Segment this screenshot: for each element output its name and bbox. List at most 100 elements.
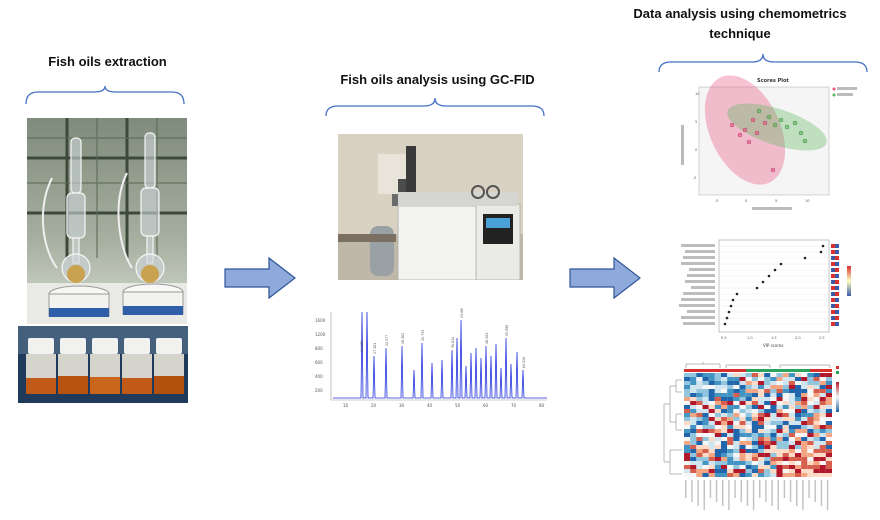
heatmap-cell [819, 409, 826, 413]
heatmap-cell [733, 457, 740, 461]
heatmap-cell [764, 473, 771, 477]
heatmap-cell [807, 437, 814, 441]
heatmap-cell [801, 393, 808, 397]
heatmap-cell [776, 473, 783, 477]
heatmap-cell [782, 397, 789, 401]
heatmap-cell [684, 465, 691, 469]
heatmap-cell [788, 449, 795, 453]
heatmap-cell [776, 437, 783, 441]
heatmap-cell [776, 453, 783, 457]
heatmap-cell [690, 461, 697, 465]
heatmap-cell [819, 425, 826, 429]
heatmap-cell [714, 377, 721, 381]
svg-text:800: 800 [315, 346, 323, 351]
heatmap-cell [758, 409, 765, 413]
heatmap-cell [696, 445, 703, 449]
heatmap-cell [708, 393, 715, 397]
heatmap-cell [702, 417, 709, 421]
heatmap-cell [801, 465, 808, 469]
heatmap-cell [714, 409, 721, 413]
heatmap-cell [727, 413, 734, 417]
heatmap-column-label [691, 480, 693, 502]
svg-text:20: 20 [371, 403, 377, 408]
svg-text:-5: -5 [715, 199, 719, 203]
heatmap-cell [770, 389, 777, 393]
heatmap-cell [813, 461, 820, 465]
heatmap-cell [702, 441, 709, 445]
heatmap-cell [751, 473, 758, 477]
heatmap-cell [733, 453, 740, 457]
heatmap-cell [684, 381, 691, 385]
heatmap-cell [696, 457, 703, 461]
svg-text:80: 80 [539, 403, 545, 408]
heatmap-cell [690, 469, 697, 473]
heatmap-cell [788, 413, 795, 417]
heatmap-cell [795, 465, 802, 469]
heatmap-cell [721, 417, 728, 421]
heatmap-cell [801, 437, 808, 441]
heatmap-cell [788, 429, 795, 433]
heatmap-cell [758, 377, 765, 381]
heatmap-cell [714, 469, 721, 473]
heatmap-cell [708, 377, 715, 381]
heatmap-cell [739, 453, 746, 457]
heatmap-cell [684, 425, 691, 429]
heatmap-cell [696, 441, 703, 445]
heatmap-column-label [808, 480, 810, 498]
heatmap-cell [708, 405, 715, 409]
heatmap-cell [702, 377, 709, 381]
heatmap-cell [770, 409, 777, 413]
heatmap-cell [807, 397, 814, 401]
svg-text:30: 30 [399, 403, 405, 408]
heatmap-cell [727, 389, 734, 393]
heatmap-cell [782, 393, 789, 397]
heatmap-cell [764, 445, 771, 449]
heatmap-cell [745, 401, 752, 405]
heatmap-cell [819, 393, 826, 397]
heatmap-cell [702, 445, 709, 449]
heatmap-cell [795, 409, 802, 413]
heatmap-cell [825, 441, 832, 445]
svg-text:1.0: 1.0 [747, 336, 753, 340]
heatmap-cell [825, 449, 832, 453]
heatmap-cell [690, 377, 697, 381]
heatmap-cell [801, 425, 808, 429]
heatmap-cell [684, 441, 691, 445]
heatmap-cell [751, 401, 758, 405]
heatmap-cell [727, 449, 734, 453]
chemometrics-title: Data analysis using chemometrics techniq… [620, 4, 860, 44]
heatmap-cell [690, 473, 697, 477]
heatmap-cell [745, 405, 752, 409]
heatmap-cell [733, 429, 740, 433]
heatmap-cell [733, 461, 740, 465]
heatmap-cell [758, 429, 765, 433]
heatmap-cell [813, 449, 820, 453]
heatmap-cell [776, 405, 783, 409]
heatmap-cell [764, 453, 771, 457]
heatmap-cell [727, 373, 734, 377]
heatmap-cell [801, 449, 808, 453]
heatmap-cell [807, 409, 814, 413]
heatmap-cell [807, 449, 814, 453]
heatmap-cell [690, 449, 697, 453]
heatmap-cell [708, 389, 715, 393]
heatmap-cell [727, 381, 734, 385]
heatmap-cell [776, 465, 783, 469]
heatmap-cell [807, 421, 814, 425]
heatmap-cell [751, 389, 758, 393]
heatmap-cell [813, 433, 820, 437]
heatmap-cell [708, 409, 715, 413]
heatmap-cell [714, 429, 721, 433]
heatmap-column-label [728, 480, 730, 510]
heatmap-cell [758, 449, 765, 453]
heatmap-cell [739, 433, 746, 437]
heatmap-cell [745, 381, 752, 385]
heatmap-cell [721, 469, 728, 473]
heatmap-cell [807, 441, 814, 445]
heatmap-cell [764, 437, 771, 441]
heatmap-cell [782, 389, 789, 393]
heatmap-cell [739, 445, 746, 449]
heatmap-cell [825, 437, 832, 441]
heatmap-cell [825, 461, 832, 465]
heatmap-cell [764, 393, 771, 397]
